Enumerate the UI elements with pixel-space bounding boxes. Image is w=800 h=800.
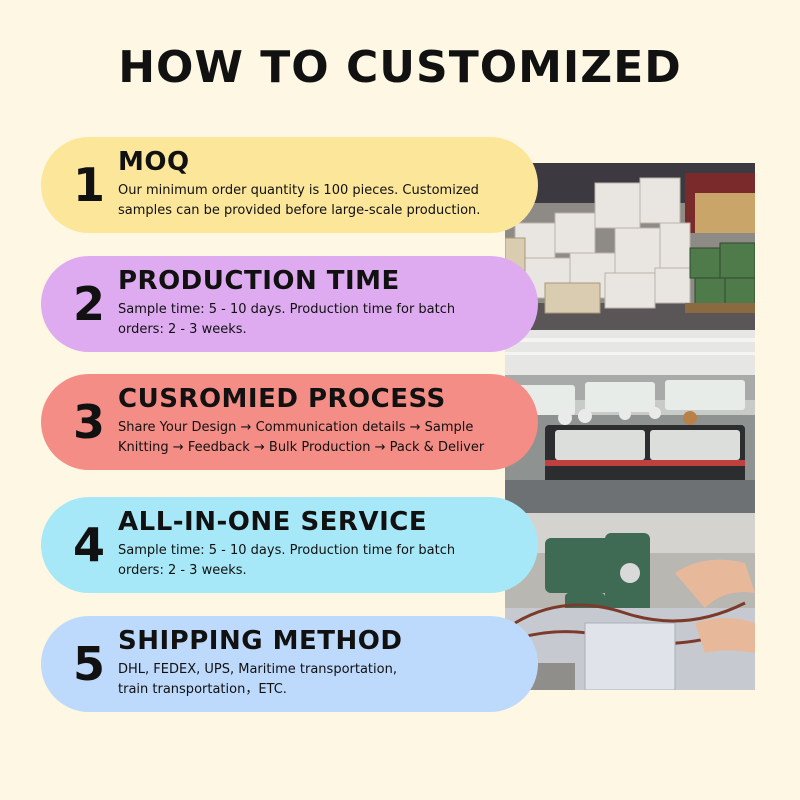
photo-column [505,163,755,690]
step-card-all-in-one-service: 4 ALL-IN-ONE SERVICE Sample time: 5 - 10… [41,497,538,593]
step-number: 1 [72,158,105,212]
step-number: 5 [72,637,105,691]
step-number: 3 [72,395,105,449]
step-card-customized-process: 3 CUSROMIED PROCESS Share Your Design → … [41,374,538,470]
step-card-production-time: 2 PRODUCTION TIME Sample time: 5 - 10 da… [41,256,538,352]
linking-machine-photo [505,513,755,690]
step-description: DHL, FEDEX, UPS, Maritime transportation… [118,662,397,697]
step-description: Our minimum order quantity is 100 pieces… [118,183,481,218]
warehouse-photo [505,163,755,330]
step-number: 4 [72,518,105,572]
step-description: Sample time: 5 - 10 days. Production tim… [118,543,456,578]
step-description: Share Your Design → Communication detail… [118,420,485,455]
step-heading: MOQ [118,147,190,177]
step-heading: ALL-IN-ONE SERVICE [118,507,428,537]
page-title: HOW TO CUSTOMIZED [118,42,682,93]
step-number: 2 [72,277,105,331]
step-card-moq: 1 MOQ Our minimum order quantity is 100 … [41,137,538,233]
knitting-factory-photo [505,330,755,513]
step-heading: SHIPPING METHOD [118,626,403,656]
step-heading: CUSROMIED PROCESS [118,384,446,414]
step-card-shipping-method: 5 SHIPPING METHOD DHL, FEDEX, UPS, Marit… [41,616,538,712]
step-heading: PRODUCTION TIME [118,266,400,296]
step-description: Sample time: 5 - 10 days. Production tim… [118,302,456,337]
